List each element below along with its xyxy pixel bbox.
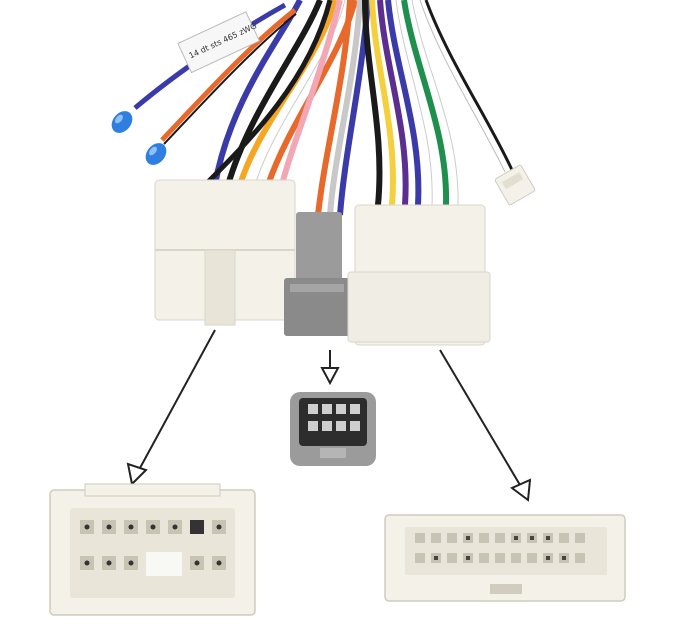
wire-bundle	[133, 0, 514, 216]
connector-middle-face	[290, 392, 376, 466]
arrow-middle	[320, 350, 340, 386]
blue-led-right	[145, 143, 167, 165]
connector-right-face	[384, 514, 626, 602]
arrow-right	[439, 349, 532, 502]
connector-right-housing	[347, 204, 491, 346]
arrow-left	[126, 329, 216, 487]
small-white-plug	[494, 164, 536, 206]
connector-left-face	[49, 483, 256, 616]
connector-middle-housing	[284, 212, 350, 336]
cable-tag: 14 dt sts 465 zWG	[177, 11, 261, 74]
connector-left-housing	[154, 179, 296, 326]
blue-led-left	[111, 111, 133, 133]
